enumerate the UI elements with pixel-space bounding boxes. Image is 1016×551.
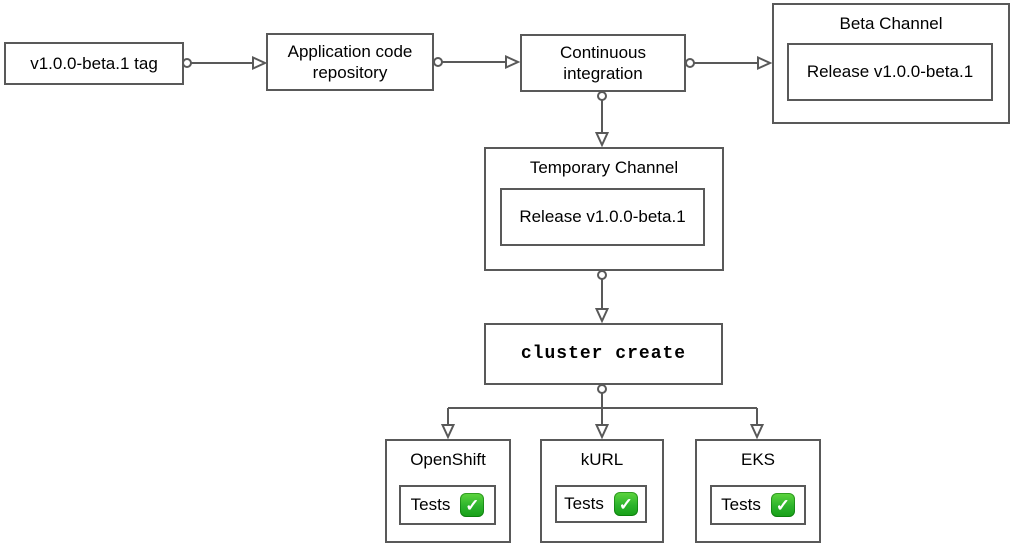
node-cluster-create: cluster create: [484, 323, 723, 385]
node-beta-release: Release v1.0.0-beta.1: [787, 43, 993, 101]
kurl-tests-label: Tests: [564, 494, 604, 513]
edge-tag-to-repository: [182, 55, 268, 71]
container-beta-channel: Beta Channel Release v1.0.0-beta.1: [772, 3, 1010, 124]
check-mark-button-icon: ✓: [460, 493, 485, 517]
check-glyph: ✓: [618, 494, 633, 514]
node-application-code-repository: Application code repository: [266, 33, 434, 91]
node-application-code-repository-label: Application code repository: [287, 41, 413, 82]
container-kurl: kURL Tests ✓: [540, 439, 664, 543]
edge-temporary-channel-to-cluster-create: [594, 270, 610, 324]
arrowhead-icon: [757, 55, 773, 71]
eks-tests-label: Tests: [721, 495, 761, 514]
edge-ci-to-beta-channel: [685, 55, 773, 71]
arrowhead-icon: [594, 308, 610, 324]
node-temporary-release: Release v1.0.0-beta.1: [500, 188, 705, 246]
edge-repository-to-ci: [433, 54, 521, 70]
beta-release-label: Release v1.0.0-beta.1: [806, 62, 974, 81]
container-temporary-channel: Temporary Channel Release v1.0.0-beta.1: [484, 147, 724, 271]
container-eks: EKS Tests ✓: [695, 439, 821, 543]
node-openshift-tests: Tests ✓: [399, 485, 496, 525]
edge-ci-to-temporary-channel: [594, 91, 610, 148]
node-continuous-integration: Continuous integration: [520, 34, 686, 92]
node-version-tag: v1.0.0-beta.1 tag: [4, 42, 184, 85]
kurl-title: kURL: [580, 450, 624, 469]
openshift-title: OpenShift: [410, 450, 486, 469]
node-kurl-tests: Tests ✓: [555, 485, 647, 523]
eks-title: EKS: [740, 450, 776, 469]
check-mark-button-icon: ✓: [613, 492, 638, 516]
temporary-release-label: Release v1.0.0-beta.1: [519, 207, 686, 226]
edge-cluster-create-to-test-clusters: [440, 384, 765, 440]
arrowhead-icon: [505, 54, 521, 70]
arrowhead-icon: [594, 424, 610, 440]
check-mark-button-icon: ✓: [770, 493, 795, 517]
arrowhead-icon: [594, 132, 610, 148]
node-version-tag-label: v1.0.0-beta.1 tag: [30, 53, 158, 73]
container-openshift: OpenShift Tests ✓: [385, 439, 511, 543]
check-glyph: ✓: [465, 495, 480, 515]
arrowhead-icon: [252, 55, 268, 71]
temporary-channel-title: Temporary Channel: [529, 158, 679, 177]
check-glyph: ✓: [775, 495, 790, 515]
node-eks-tests: Tests ✓: [710, 485, 806, 525]
beta-channel-title: Beta Channel: [839, 14, 943, 33]
openshift-tests-label: Tests: [410, 495, 451, 514]
node-continuous-integration-label: Continuous integration: [559, 42, 646, 83]
arrowhead-icon: [440, 424, 456, 440]
node-cluster-create-label: cluster create: [520, 343, 687, 364]
arrowhead-icon: [749, 424, 765, 440]
